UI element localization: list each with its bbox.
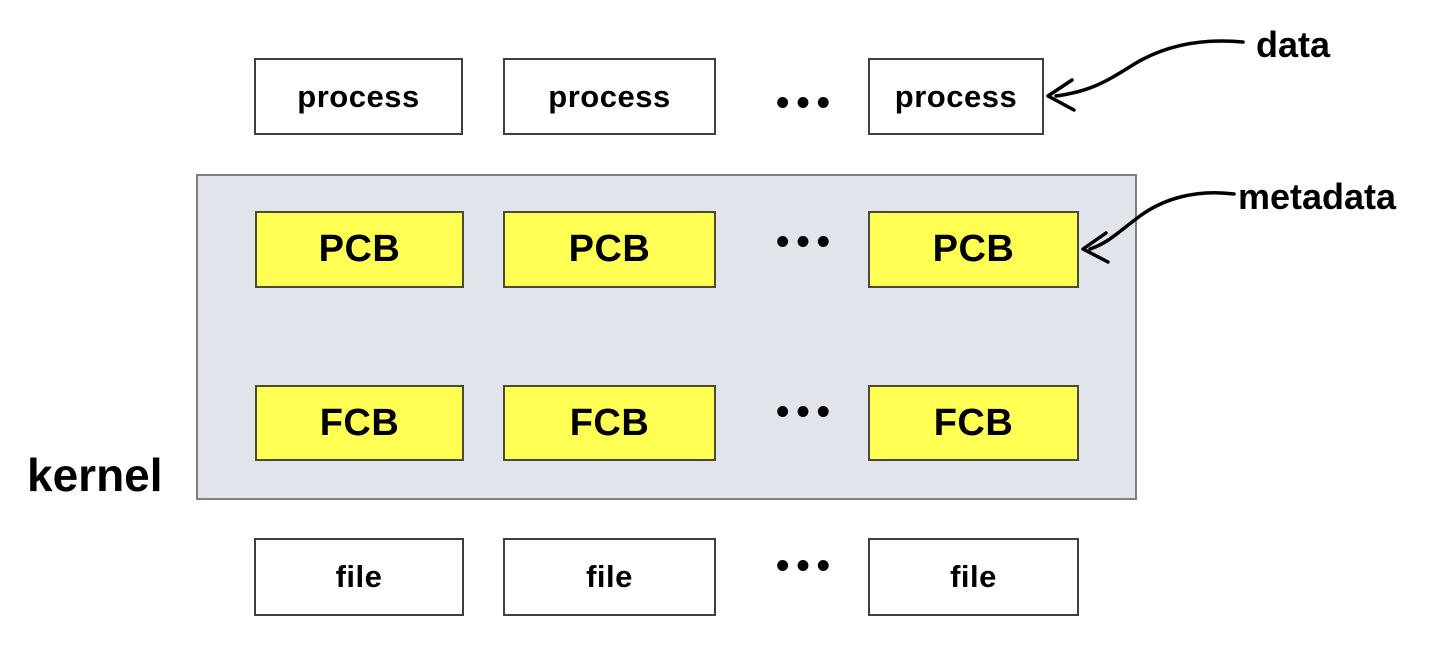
fcb-box-3: FCB [868,385,1079,461]
fcb-box-2: FCB [503,385,716,461]
kernel-label: kernel [27,449,163,501]
pcb-box-1: PCB [255,211,464,288]
process-box-3: process [868,58,1044,135]
process-box-2: process [503,58,716,135]
fcb-row-ellipsis: ••• [776,391,837,433]
process-box-1: process [254,58,463,135]
data-arrow [1046,39,1245,112]
pcb-box-3: PCB [868,211,1079,288]
fcb-box-1: FCB [255,385,464,461]
metadata-annotation-label: metadata [1238,176,1397,217]
file-row-ellipsis: ••• [776,545,837,587]
file-box-1: file [254,538,464,616]
data-annotation-label: data [1256,24,1331,65]
pcb-row-ellipsis: ••• [776,221,837,263]
file-box-3: file [868,538,1079,616]
pcb-box-2: PCB [503,211,716,288]
file-box-2: file [503,538,716,616]
process-row-ellipsis: ••• [776,82,837,124]
